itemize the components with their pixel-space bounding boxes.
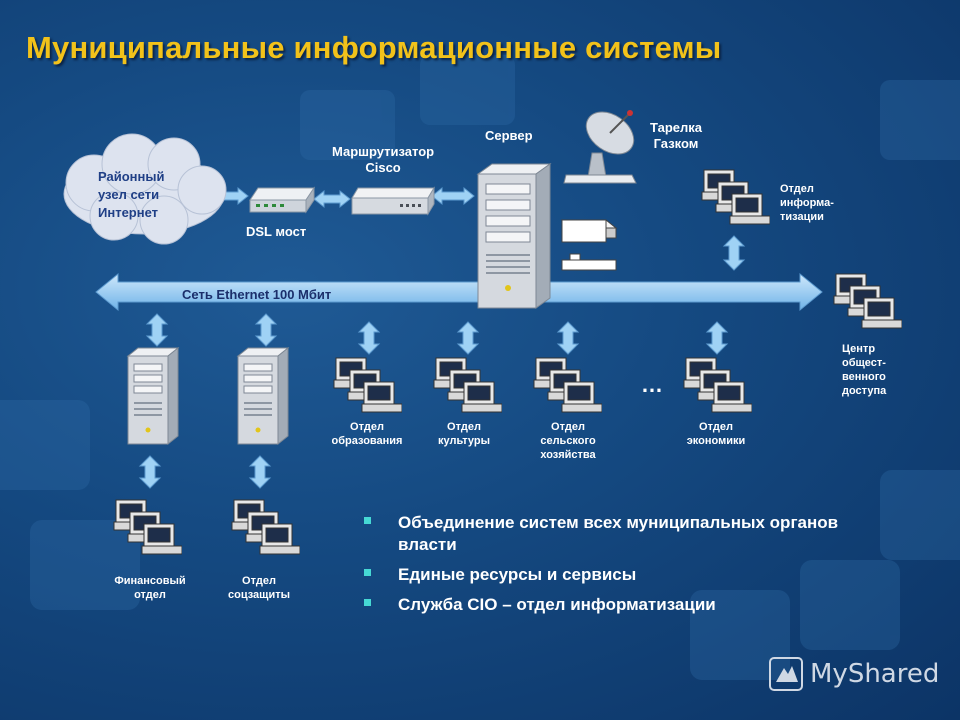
internet-cloud-icon bbox=[63, 133, 227, 245]
economy-label: Отдел экономики bbox=[686, 421, 746, 447]
watermark-text: MyShared bbox=[810, 659, 940, 689]
finance-label: Финансовый отдел bbox=[114, 575, 186, 601]
internet-node-label: Районный узел сети Интернет bbox=[98, 169, 165, 220]
computer-group-icon bbox=[231, 499, 301, 555]
server-peripherals-icon bbox=[560, 219, 618, 271]
link-social bbox=[248, 455, 272, 489]
computer-group-icon bbox=[701, 169, 771, 225]
link-bus-finance-server bbox=[145, 313, 169, 347]
satellite-dish-icon bbox=[563, 110, 637, 184]
router-icon bbox=[351, 186, 435, 216]
bullet-item: Объединение систем всех муниципальных ор… bbox=[362, 512, 898, 556]
social-server-icon bbox=[236, 346, 290, 446]
bullet-square-icon bbox=[364, 517, 371, 524]
dsl-label: DSL мост bbox=[246, 224, 307, 239]
link-bus-social-server bbox=[254, 313, 278, 347]
bullet-list: Объединение систем всех муниципальных ор… bbox=[362, 512, 898, 624]
main-server-icon bbox=[476, 163, 552, 309]
link-dsl-router bbox=[313, 189, 351, 209]
myshared-logo-icon bbox=[769, 657, 803, 691]
education-label: Отдел образования bbox=[331, 421, 403, 447]
education-workstations bbox=[332, 356, 403, 427]
it-dept-workstations bbox=[700, 168, 771, 239]
agriculture-label: Отдел сельского хозяйства bbox=[540, 421, 596, 461]
bullet-square-icon bbox=[364, 569, 371, 576]
link-router-server bbox=[431, 186, 475, 206]
finance-workstations bbox=[112, 498, 183, 569]
computer-group-icon bbox=[533, 357, 603, 413]
slide-title: Муниципальные информационные системы bbox=[26, 30, 722, 65]
bullet-item: Единые ресурсы и сервисы bbox=[362, 564, 898, 586]
it-dept-label: Отдел информа- тизации bbox=[780, 183, 834, 223]
dsl-modem-icon bbox=[249, 186, 315, 214]
bullet-item: Служба CIO – отдел информатизации bbox=[362, 594, 898, 616]
culture-workstations bbox=[432, 356, 503, 427]
dish-label: Тарелка Газком bbox=[650, 120, 703, 151]
social-label: Отдел соцзащиты bbox=[228, 575, 290, 601]
router-label: Маршрутизатор Cisco bbox=[332, 144, 435, 175]
computer-group-icon bbox=[833, 273, 903, 329]
agriculture-workstations bbox=[532, 356, 603, 427]
more-departments-ellipsis: … bbox=[641, 372, 663, 397]
economy-workstations bbox=[682, 356, 753, 427]
watermark: MyShared bbox=[768, 656, 939, 692]
ethernet-label: Сеть Ethernet 100 Мбит bbox=[182, 287, 332, 302]
computer-group-icon bbox=[433, 357, 503, 413]
link-finance bbox=[138, 455, 162, 489]
link-bus-culture bbox=[456, 321, 480, 355]
link-bus-education bbox=[357, 321, 381, 355]
link-bus-it-dept bbox=[722, 235, 746, 271]
bullet-square-icon bbox=[364, 599, 371, 606]
culture-label: Отдел культуры bbox=[437, 421, 490, 447]
link-bus-economy bbox=[705, 321, 729, 355]
computer-group-icon bbox=[113, 499, 183, 555]
finance-server-icon bbox=[126, 346, 180, 446]
computer-group-icon bbox=[683, 357, 753, 413]
public-center-workstations bbox=[832, 272, 903, 343]
link-bus-agriculture bbox=[556, 321, 580, 355]
computer-group-icon bbox=[333, 357, 403, 413]
public-center-label: Центр общест- венного доступа bbox=[842, 343, 887, 397]
social-workstations bbox=[230, 498, 301, 569]
server-label: Сервер bbox=[485, 128, 533, 143]
ethernet-bus-arrow bbox=[95, 272, 823, 312]
